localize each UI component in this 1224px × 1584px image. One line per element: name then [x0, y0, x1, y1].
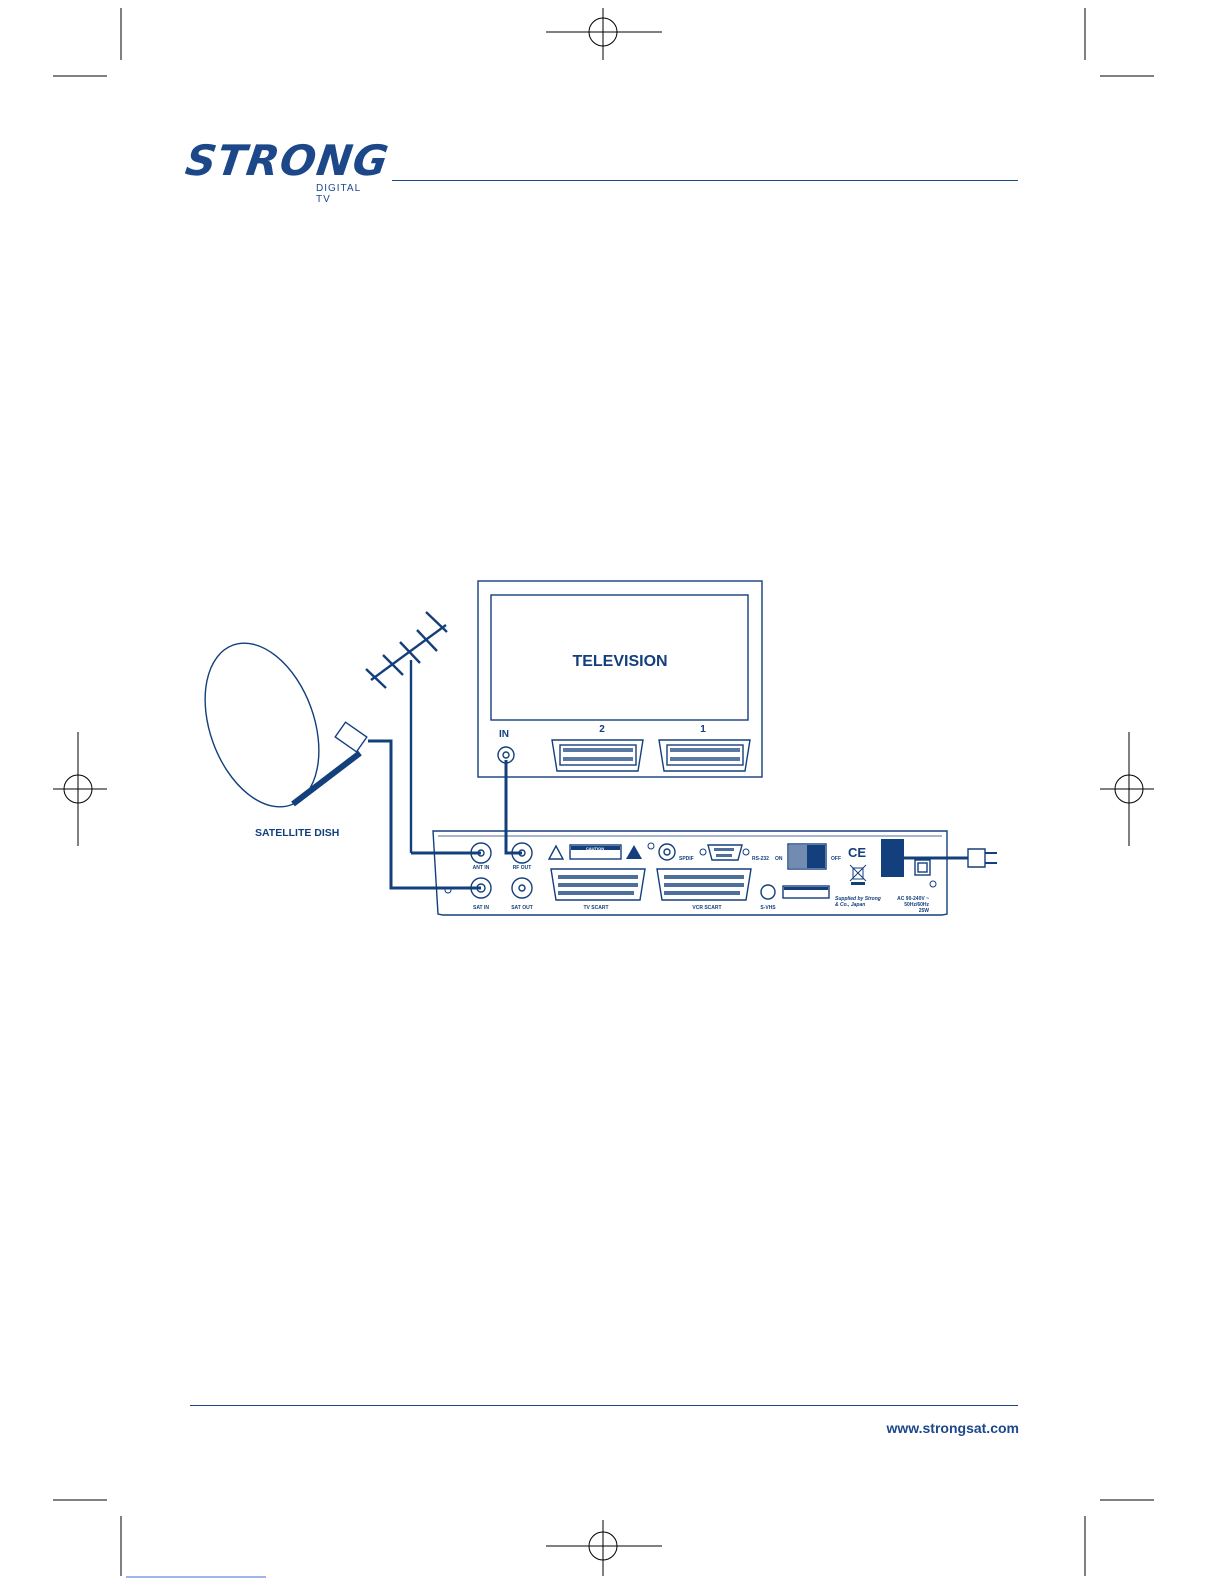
spdif-connector: [659, 844, 675, 860]
website-link[interactable]: www.strongsat.com: [886, 1420, 1019, 1436]
satellite-dish: [184, 627, 367, 822]
sat-out-label: SAT OUT: [511, 905, 533, 911]
cable-rf-out-to-tv-in: [506, 760, 522, 853]
television-label: TELEVISION: [572, 653, 667, 670]
rf-out-label: RF OUT: [513, 865, 532, 871]
satellite-dish-label: SATELLITE DISH: [255, 827, 339, 839]
tv-scart-1-label: 1: [700, 724, 706, 735]
supplied-by-line-2: & Co., Japan: [835, 902, 865, 908]
footer-rule: [190, 1405, 1018, 1406]
power-off-label: OFF: [831, 856, 841, 862]
receiver-body: [433, 831, 947, 915]
tv-in-label: IN: [499, 729, 509, 740]
cable-dish-to-sat-in: [368, 741, 481, 888]
television-frame: [478, 581, 762, 777]
caution-text: CAUTION: [586, 846, 604, 851]
tv-scart-port-label: TV SCART: [584, 905, 609, 911]
tv-scart-2-pins: [563, 748, 633, 761]
terrestrial-antenna: [366, 612, 447, 853]
power-switch-on-half: [807, 845, 825, 868]
svhs-connector: [761, 885, 775, 899]
rs232-port: [708, 845, 742, 860]
rs232-label: RS-232: [752, 856, 769, 862]
power-rating-line-3: 25W: [919, 908, 930, 914]
vcr-scart-port-label: VCR SCART: [692, 905, 721, 911]
wheelie-bin-icon: [850, 865, 866, 881]
ce-mark: CE: [848, 845, 866, 860]
lnb: [335, 722, 367, 752]
svhs-label: S-VHS: [760, 905, 776, 911]
spdif-label: SPDIF: [679, 856, 694, 862]
mains-plug: [968, 849, 997, 867]
power-on-label: ON: [775, 856, 783, 862]
tv-scart-2-label: 2: [599, 724, 605, 735]
ant-in-label: ANT IN: [473, 865, 490, 871]
sat-out-connector: [512, 878, 532, 898]
warning-icon: [626, 845, 642, 859]
sat-in-label: SAT IN: [473, 905, 489, 911]
power-inlet: [881, 839, 904, 877]
tv-scart-1-pins: [670, 748, 740, 761]
